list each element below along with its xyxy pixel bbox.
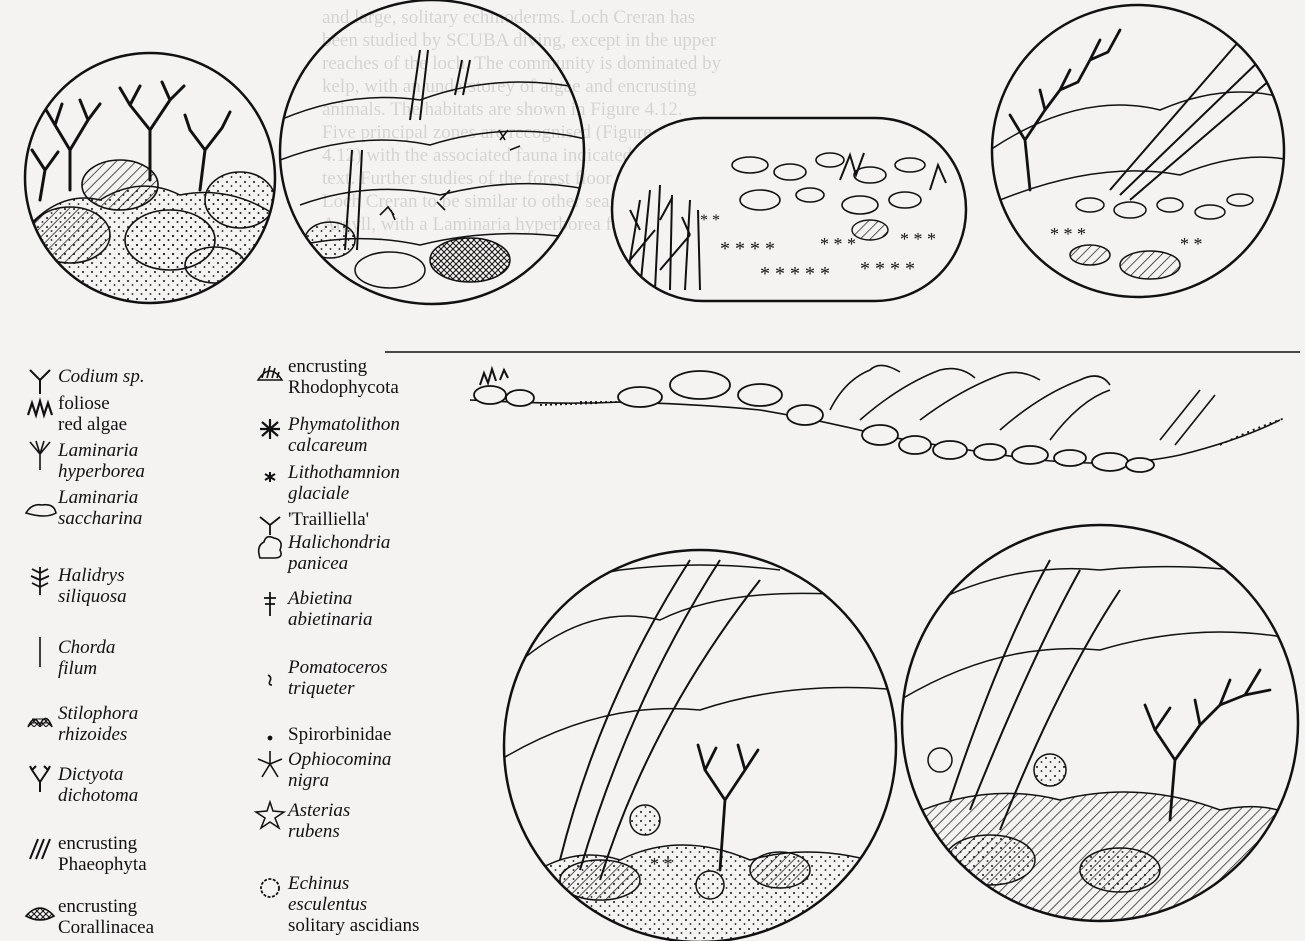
legend-item-encrusting-rhodophycota: encrustingRhodophycota — [252, 356, 399, 398]
habitat-circle-6 — [900, 560, 1300, 941]
codium-icon — [22, 366, 58, 396]
habitat-oval-3: * * * * * * * * * * * * * * * * * * * * … — [612, 118, 966, 301]
foliose-red-algae-icon — [22, 393, 58, 423]
legend-label: Pomatoceros — [288, 657, 388, 678]
laminaria-saccharina-icon — [22, 487, 58, 517]
legend-label: Rhodophycota — [288, 377, 399, 398]
legend-label: 'Trailliella' — [288, 509, 369, 530]
legend-item-laminaria-hyperborea: Laminariahyperborea — [22, 440, 145, 482]
lithothamnion-icon — [252, 462, 288, 492]
svg-text:* * *: * * * — [820, 234, 856, 254]
legend-label: dichotoma — [58, 785, 138, 806]
habitat-circle-4: * * * * * — [990, 30, 1290, 279]
legend-label: encrusting — [58, 833, 147, 854]
legend-label: filum — [58, 658, 115, 679]
legend-label: nigra — [288, 770, 391, 791]
legend-label: Chorda — [58, 637, 115, 658]
legend-item-pomatoceros: Pomatocerostriqueter — [252, 657, 388, 699]
legend-label: triqueter — [288, 678, 388, 699]
svg-text:* * *: * * * — [1050, 224, 1086, 244]
legend-label: saccharina — [58, 508, 142, 529]
legend-label: calcareum — [288, 435, 400, 456]
ascidian-icon — [252, 915, 288, 939]
legend-label: Halidrys — [58, 565, 127, 586]
legend-label: Ophiocomina — [288, 749, 391, 770]
legend-item-halichondria: Halichondriapanicea — [252, 532, 390, 574]
legend-label: panicea — [288, 553, 390, 574]
legend-item-encrusting-phaeophyta: encrustingPhaeophyta — [22, 833, 147, 875]
legend-label: rubens — [288, 821, 350, 842]
legend-label: Halichondria — [288, 532, 390, 553]
encrusting-rhodophycota-icon — [252, 356, 288, 386]
dictyota-icon — [22, 764, 58, 794]
legend-item-asterias: Asteriasrubens — [252, 800, 350, 842]
encrusting-corallinacea-icon — [22, 896, 58, 926]
transect-profile — [385, 352, 1300, 472]
legend-item-stilophora: Stilophorarhizoides — [22, 703, 138, 745]
pomatoceros-icon — [252, 657, 288, 687]
svg-text:* *: * * — [1180, 234, 1203, 254]
legend-label: siliquosa — [58, 586, 127, 607]
legend-item-laminaria-saccharina: Laminariasaccharina — [22, 487, 142, 529]
legend-label: foliose — [58, 393, 127, 414]
legend-label: Abietina — [288, 588, 372, 609]
legend-label: Phaeophyta — [58, 854, 147, 875]
legend-item-encrusting-corallinacea: encrustingCorallinacea — [22, 896, 154, 938]
legend-label: Asterias — [288, 800, 350, 821]
legend-label: Phymatolithon — [288, 414, 400, 435]
legend-label: glaciale — [288, 483, 400, 504]
legend-label: Laminaria — [58, 487, 142, 508]
habitat-circle-1 — [25, 82, 275, 310]
abietina-icon — [252, 588, 288, 618]
halidrys-icon — [22, 565, 58, 595]
legend-label: encrusting — [288, 356, 399, 377]
legend-item-ophiocomina: Ophiocominanigra — [252, 749, 391, 791]
echinus-icon — [252, 873, 288, 903]
asterias-icon — [252, 800, 288, 830]
legend-label: Laminaria — [58, 440, 145, 461]
legend-item-chorda: Chordafilum — [22, 637, 115, 679]
legend-item-dictyota: Dictyotadichotoma — [22, 764, 138, 806]
svg-text:* * * *: * * * * — [720, 238, 775, 260]
svg-text:* *: * * — [700, 212, 720, 229]
phymatolithon-icon — [252, 414, 288, 444]
legend-label: abietinaria — [288, 609, 372, 630]
encrusting-phaeophyta-icon — [22, 833, 58, 863]
legend-label: Stilophora — [58, 703, 138, 724]
laminaria-hyperborea-icon — [22, 440, 58, 470]
legend-item-phymatolithon: Phymatolithoncalcareum — [252, 414, 400, 456]
ophiocomina-icon — [252, 749, 288, 779]
legend-label: solitary ascidians — [288, 915, 419, 936]
legend-label: Corallinacea — [58, 917, 154, 938]
legend-label: Spirorbinidae — [288, 724, 391, 745]
halichondria-icon — [252, 532, 288, 562]
legend-item-lithothamnion: Lithothamnionglaciale — [252, 462, 400, 504]
legend-label: Dictyota — [58, 764, 138, 785]
legend-item-codium: Codium sp. — [22, 366, 145, 396]
svg-text:* * * *: * * * * — [860, 258, 915, 280]
svg-text:* * * * *: * * * * * — [760, 263, 830, 285]
legend-label: encrusting — [58, 896, 154, 917]
chorda-icon — [22, 637, 58, 667]
legend-item-halidrys: Halidryssiliquosa — [22, 565, 127, 607]
legend-label: esculentus — [288, 894, 367, 915]
habitat-circle-2 — [280, 50, 590, 288]
legend-label: hyperborea — [58, 461, 145, 482]
legend-label: rhizoides — [58, 724, 138, 745]
legend-item-abietina: Abietinaabietinaria — [252, 588, 372, 630]
legend-item-foliose-red-algae: foliosered algae — [22, 393, 127, 435]
legend-label: Lithothamnion — [288, 462, 400, 483]
svg-text:* * *: * * * — [900, 229, 936, 249]
stilophora-icon — [22, 703, 58, 733]
legend-label: red algae — [58, 414, 127, 435]
legend-label: Echinus — [288, 873, 367, 894]
svg-text:* *: * * — [650, 854, 673, 874]
legend-label: Codium sp. — [58, 366, 145, 387]
legend-item-solitary-ascidians: solitary ascidians — [252, 915, 419, 939]
legend-item-echinus: Echinusesculentus — [252, 873, 367, 915]
